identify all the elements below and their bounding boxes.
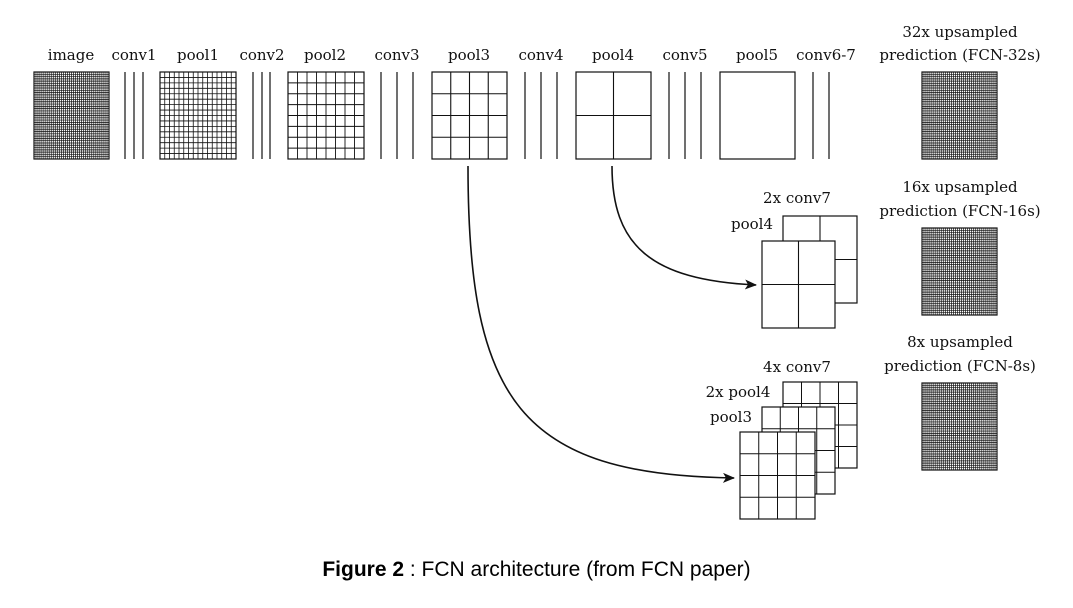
caption-figure-number: Figure 2	[322, 558, 405, 581]
label-image: image	[48, 46, 95, 64]
caption-text: : FCN architecture (from FCN paper)	[404, 558, 751, 581]
label-fusion16-conv7: 2x conv7	[763, 189, 831, 207]
label-fusion8-pool3: pool3	[710, 408, 752, 426]
image-feature-map	[33, 71, 110, 160]
label-fcn32-line1: 32x upsampled	[902, 23, 1018, 41]
conv3-layers	[380, 72, 414, 159]
pool5-feature-map	[719, 71, 796, 160]
label-fcn8-line2: prediction (FCN-8s)	[884, 357, 1036, 375]
fusion8-pool3-map	[739, 431, 816, 520]
label-pool4: pool4	[592, 46, 634, 64]
label-fcn16-line2: prediction (FCN-16s)	[879, 202, 1040, 220]
fcn32-prediction-map	[921, 71, 998, 160]
label-conv3: conv3	[374, 46, 419, 64]
label-conv4: conv4	[518, 46, 563, 64]
label-pool1: pool1	[177, 46, 219, 64]
label-conv5: conv5	[662, 46, 707, 64]
pool4-feature-map	[575, 71, 652, 160]
label-fusion16-pool4: pool4	[731, 215, 773, 233]
conv6-7-layers	[812, 72, 830, 159]
label-conv6-7: conv6-7	[796, 46, 856, 64]
label-fusion8-conv7: 4x conv7	[763, 358, 831, 376]
label-fcn32-line2: prediction (FCN-32s)	[879, 46, 1040, 64]
label-conv2: conv2	[239, 46, 284, 64]
label-fcn8-line1: 8x upsampled	[907, 333, 1013, 351]
fcn8-prediction-map	[921, 382, 998, 471]
label-pool2: pool2	[304, 46, 346, 64]
fusion16-pool4-map	[761, 240, 836, 329]
label-conv1: conv1	[111, 46, 156, 64]
skip-connections	[467, 165, 757, 483]
fcn16-prediction-map	[921, 227, 998, 316]
feature-maps	[33, 71, 998, 520]
label-pool3: pool3	[448, 46, 490, 64]
conv1-layers	[124, 72, 144, 159]
figure-caption: Figure 2 : FCN architecture (from FCN pa…	[0, 558, 1073, 582]
label-pool5: pool5	[736, 46, 778, 64]
pool3-feature-map	[431, 71, 508, 160]
skip-arrow-pool4	[611, 165, 757, 290]
label-fcn16-line1: 16x upsampled	[902, 178, 1018, 196]
label-fusion8-pool4: 2x pool4	[706, 383, 771, 401]
pool1-feature-map	[159, 71, 237, 160]
skip-arrow-pool3	[467, 165, 735, 483]
conv2-layers	[252, 72, 271, 159]
conv5-layers	[668, 72, 702, 159]
conv4-layers	[524, 72, 558, 159]
pool2-feature-map	[287, 71, 365, 160]
